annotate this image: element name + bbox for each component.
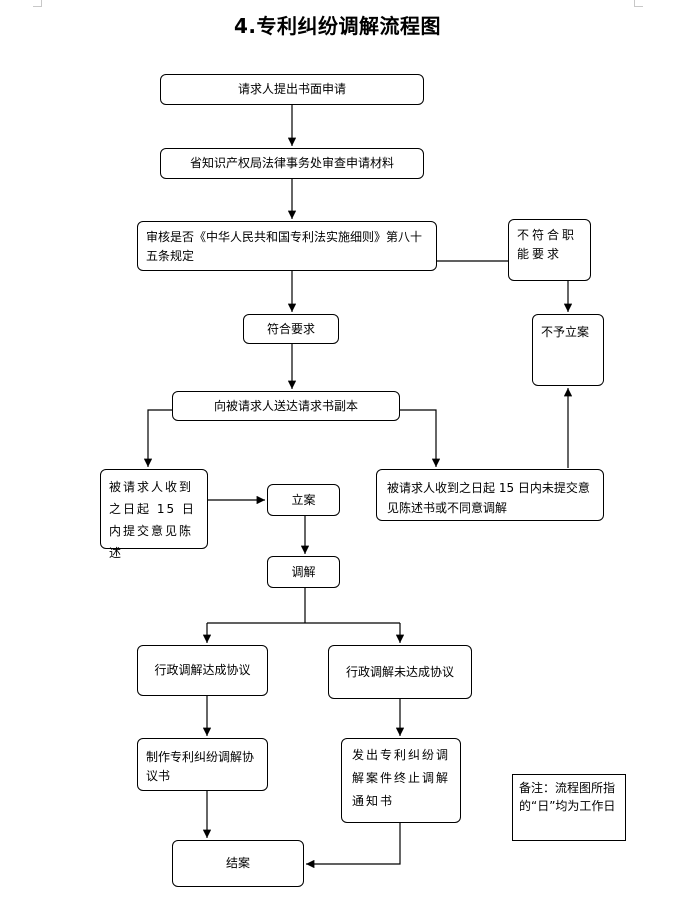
node-respondent-reply: 被请求人收到之日起 15 日内提交意见陈述 bbox=[100, 469, 208, 560]
node-agreement-not-reached: 行政调解未达成协议 bbox=[328, 645, 472, 699]
node-termination-notice: 发出专利纠纷调解案件终止调解通知书 bbox=[341, 738, 461, 823]
page-title: 4.专利纠纷调解流程图 bbox=[233, 14, 441, 38]
arrow-notice-to-close bbox=[306, 823, 401, 869]
node-mediate: 调解 bbox=[267, 556, 340, 588]
node-check-rule: 审核是否《中华人民共和国专利法实施细则》第八十五条规定 bbox=[137, 221, 437, 271]
arrow-send-to-no-reply bbox=[400, 409, 441, 467]
node-respondent-no-reply: 被请求人收到之日起 15 日内未提交意见陈述书或不同意调解 bbox=[376, 469, 604, 521]
node-close: 结案 bbox=[172, 840, 304, 887]
node-file-case: 立案 bbox=[267, 484, 340, 516]
node-review-materials: 省知识产权局法律事务处审查申请材料 bbox=[160, 148, 424, 179]
node-submit: 请求人提出书面申请 bbox=[160, 74, 424, 105]
node-send-copy: 向被请求人送达请求书副本 bbox=[172, 391, 400, 421]
node-agreement-reached: 行政调解达成协议 bbox=[137, 645, 268, 696]
page-corner-mark-right bbox=[634, 0, 643, 7]
node-make-agreement: 制作专利纠纷调解协议书 bbox=[137, 738, 268, 791]
footnote-box: 备注：流程图所指的“日”均为工作日 bbox=[512, 774, 626, 841]
arrow-send-to-reply bbox=[143, 409, 172, 467]
node-not-comply: 不符合职能要求 bbox=[508, 219, 591, 281]
page-corner-mark-left bbox=[33, 0, 42, 7]
node-no-case: 不予立案 bbox=[532, 314, 604, 386]
node-comply: 符合要求 bbox=[243, 314, 339, 344]
